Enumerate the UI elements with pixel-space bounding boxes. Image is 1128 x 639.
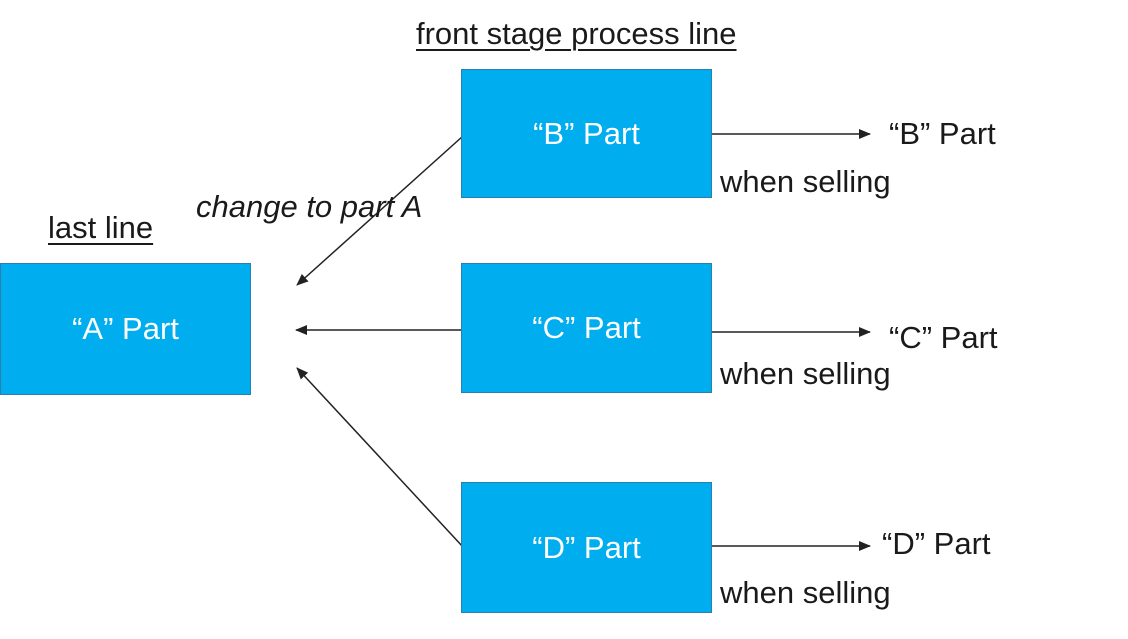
- part-d-box: “D” Part: [461, 482, 712, 613]
- part-a-box: “A” Part: [0, 263, 251, 395]
- change-to-part-label: change to part A: [196, 189, 423, 224]
- part-c-label: “C” Part: [532, 310, 641, 345]
- part-a-label: “A” Part: [72, 311, 179, 346]
- selling-c-label: when selling: [720, 356, 891, 391]
- output-b-label: “B” Part: [889, 116, 996, 151]
- arrow-d-to-a: [296, 367, 464, 548]
- arrow-b-to-a: [296, 135, 464, 286]
- output-c-label: “C” Part: [889, 320, 998, 355]
- selling-b-label: when selling: [720, 164, 891, 199]
- part-c-box: “C” Part: [461, 263, 712, 393]
- part-b-label: “B” Part: [533, 115, 640, 151]
- selling-d-label: when selling: [720, 575, 891, 610]
- part-b-box: “B” Part: [461, 69, 712, 198]
- last-line-heading: last line: [48, 210, 154, 245]
- output-d-label: “D” Part: [882, 526, 991, 561]
- part-d-label: “D” Part: [532, 529, 641, 565]
- front-stage-heading: front stage process line: [416, 16, 737, 51]
